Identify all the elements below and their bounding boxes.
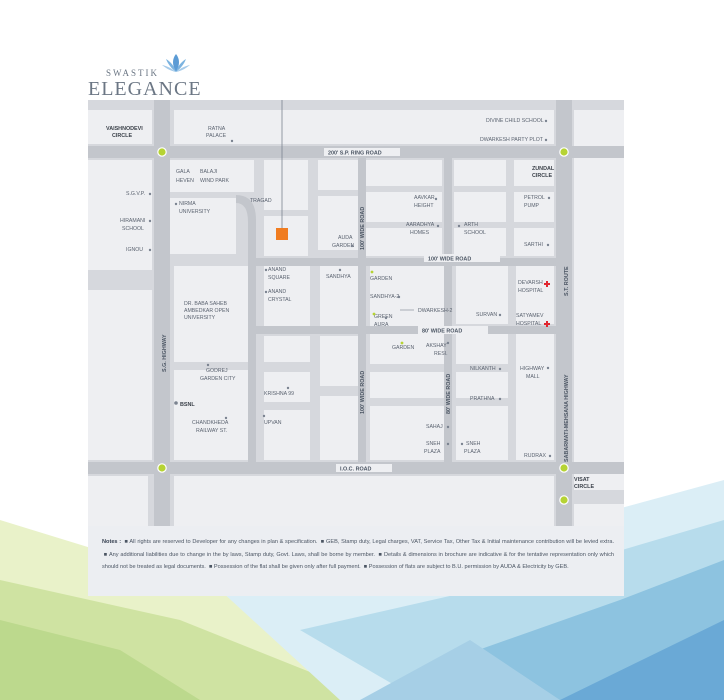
note-item: Possession of the flat shall be given on… <box>213 564 361 570</box>
road-80-h-label: 80' WIDE ROAD <box>422 329 462 335</box>
bsnl-label: BSNL <box>180 402 195 408</box>
rudrax-label: RUDRAX <box>524 453 546 459</box>
ioc-highway-circle-marker <box>559 463 569 473</box>
junction-markers <box>157 147 569 505</box>
garden-dots <box>370 270 404 345</box>
garden-2-label: GARDEN <box>392 345 414 351</box>
road-80-v-label: 80' WIDE ROAD <box>446 374 452 414</box>
lotus-icon <box>162 54 190 72</box>
note-item: GEB, Stamp duty, Legal charges, VAT, Ser… <box>326 539 615 545</box>
location-map: 200' S.P. RING ROAD 100' WIDE ROAD 80' W… <box>88 100 624 526</box>
location-dots <box>148 119 552 458</box>
sahaj-label: SAHAJ <box>426 424 443 430</box>
notes-heading: Notes : <box>102 539 122 545</box>
prathna-label: PRATHNA <box>470 396 495 402</box>
city-blocks <box>88 110 624 526</box>
site-leader-line <box>281 100 283 228</box>
visat-circle-marker <box>559 495 569 505</box>
ioc-road-label: I.O.C. ROAD <box>340 467 372 473</box>
sp-ring-road-label: 200' S.P. RING ROAD <box>328 151 382 157</box>
sabarmati-highway-label: SABARMATI-MEHSANA HIGHWAY <box>564 374 570 462</box>
note-item: Possession of flats are subject to B.U. … <box>368 564 569 570</box>
krishna-99-label: KRISHNA 99 <box>264 391 294 397</box>
sarthi-label: SARTHI <box>524 242 543 248</box>
brand-logo: SWASTIK ELEGANCE <box>88 52 208 102</box>
tragad-label: TRAGAD <box>250 198 272 204</box>
zundal-circle-marker <box>559 147 569 157</box>
ignou-label: IGNOU <box>126 247 143 253</box>
notes-text: Notes : ■ All rights are reserved to Dev… <box>102 539 615 571</box>
upvan-label: UPVAN <box>264 420 282 426</box>
note-item: Any additional liabilities due to change… <box>108 551 375 558</box>
road-100-h-label: 100' WIDE ROAD <box>428 257 471 263</box>
dwarkesh-2-label: DWARKESH-2 <box>418 308 453 314</box>
note-item: Details & dimensions in brochure are ind… <box>102 551 614 571</box>
brand-title: ELEGANCE <box>88 78 202 100</box>
sandhya-2-label: SANDHYA-2 <box>370 294 399 300</box>
road-100-v1-label: 100' WIDE ROAD <box>360 207 366 250</box>
ioc-sg-circle-marker <box>157 463 167 473</box>
hospital-icon <box>544 321 550 327</box>
notes-panel: Notes : ■ All rights are reserved to Dev… <box>88 526 624 596</box>
hospital-icons <box>544 281 550 327</box>
roads <box>88 100 624 526</box>
road-100-v2-label: 100' WIDE ROAD <box>360 371 366 414</box>
sandhya-label: SANDHYA <box>326 274 351 280</box>
project-site-marker <box>276 228 288 240</box>
garden-1-label: GARDEN <box>370 276 392 282</box>
road-labels: 200' S.P. RING ROAD 100' WIDE ROAD 80' W… <box>162 148 570 473</box>
nilkanth-label: NILKANTH <box>470 366 496 372</box>
vaishnodevi-circle-marker <box>157 147 167 157</box>
sg-highway-label: S.G. HIGHWAY <box>162 334 168 372</box>
st-route-label: S.T. ROUTE <box>564 266 570 296</box>
divine-child-school-label: DIVINE CHILD SCHOOL <box>486 118 544 124</box>
dwarkesh-party-plot-label: DWARKESH PARTY PLOT <box>480 137 544 143</box>
sgvp-label: S.G.V.P. <box>126 191 145 197</box>
note-item: All rights are reserved to Developer for… <box>129 539 318 545</box>
survan-label: SURVAN <box>476 312 497 318</box>
brand-subtitle: SWASTIK <box>106 68 160 78</box>
hospital-icon <box>544 281 550 287</box>
